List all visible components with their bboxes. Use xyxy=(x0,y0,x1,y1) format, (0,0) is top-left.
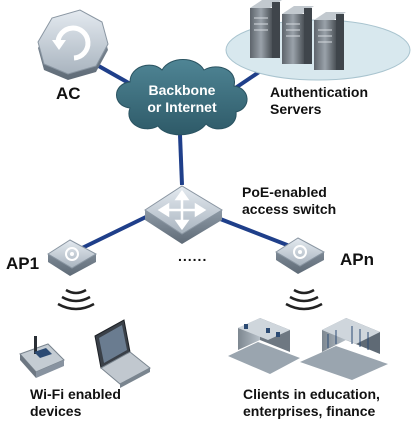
auth-servers-label-line2: Servers xyxy=(270,101,322,117)
switch-label-line2: access switch xyxy=(242,201,337,217)
clients-label-line1: Clients in education, xyxy=(243,386,380,402)
ap1-label: AP1 xyxy=(6,254,40,273)
apn-label: APn xyxy=(340,250,374,269)
wifi-signal-icon-right xyxy=(285,288,323,311)
wifi-devices-label-line1: Wi-Fi enabled xyxy=(30,386,121,402)
switch-label-line1: PoE-enabled xyxy=(242,184,327,200)
auth-servers-label: Authentication Servers xyxy=(270,84,368,118)
auth-servers-label-line1: Authentication xyxy=(270,84,368,100)
backbone-label-line1: Backbone xyxy=(148,82,216,98)
wifi-devices-label: Wi-Fi enabled devices xyxy=(30,386,121,420)
link-backbone-switch xyxy=(178,134,184,186)
laptop-icon xyxy=(94,319,151,388)
switch-label: PoE-enabled access switch xyxy=(242,184,336,218)
poe-switch-icon xyxy=(144,185,223,244)
ac-label: AC xyxy=(56,84,81,103)
ellipsis-label: ...... xyxy=(178,248,208,264)
authentication-servers-icon xyxy=(225,0,411,81)
wifi-devices-label-line2: devices xyxy=(30,403,82,419)
backbone-label: Backbone or Internet xyxy=(140,82,224,116)
apn-access-point-icon xyxy=(275,237,326,274)
clients-label: Clients in education, enterprises, finan… xyxy=(243,386,380,420)
clients-label-line2: enterprises, finance xyxy=(243,403,376,419)
ap1-access-point-icon xyxy=(47,239,98,276)
backbone-cloud-icon xyxy=(116,59,248,136)
enterprise-building-icon xyxy=(300,318,388,380)
wifi-signal-icon-left xyxy=(57,288,95,311)
backbone-label-line2: or Internet xyxy=(147,99,217,115)
ac-controller-icon xyxy=(37,9,109,80)
handheld-device-icon xyxy=(19,336,65,378)
link-switch-ap1 xyxy=(77,213,151,252)
education-building-icon xyxy=(228,318,300,374)
link-switch-apn xyxy=(209,213,301,252)
